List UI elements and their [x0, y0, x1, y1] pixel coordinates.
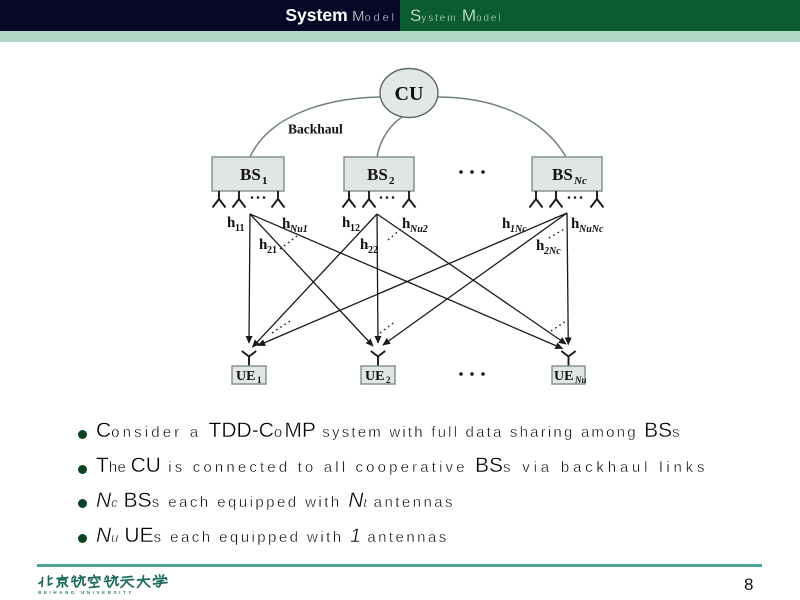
svg-text:UE: UE [236, 369, 255, 384]
svg-text:1Nc: 1Nc [510, 224, 527, 235]
svg-text:h: h [360, 237, 369, 253]
svg-text:h: h [259, 237, 268, 253]
svg-text:h: h [502, 216, 511, 232]
svg-text:BS: BS [240, 165, 261, 184]
svg-text:BS: BS [367, 165, 388, 184]
svg-text:21: 21 [267, 245, 277, 256]
svg-text:BS: BS [552, 165, 573, 184]
svg-text:CU: CU [395, 83, 424, 105]
svg-text:Nc: Nc [573, 175, 587, 187]
svg-text:Nu1: Nu1 [289, 224, 308, 235]
svg-text:NuNc: NuNc [578, 224, 604, 235]
svg-text:11: 11 [235, 223, 244, 234]
svg-text:h: h [402, 216, 411, 232]
svg-text:Nu: Nu [574, 375, 587, 385]
svg-text:1: 1 [257, 375, 262, 385]
svg-text:2: 2 [389, 175, 395, 187]
svg-text:h: h [571, 216, 580, 232]
svg-text:h: h [282, 216, 291, 232]
svg-text:UE: UE [365, 369, 384, 384]
svg-text:h: h [536, 238, 545, 254]
svg-text:22: 22 [368, 245, 378, 256]
svg-text:h: h [342, 215, 351, 231]
svg-text:1: 1 [262, 175, 268, 187]
svg-text:Backhaul: Backhaul [288, 122, 343, 137]
svg-text:Nu2: Nu2 [409, 224, 428, 235]
svg-text:2: 2 [386, 375, 391, 385]
svg-text:2Nc: 2Nc [543, 246, 561, 257]
svg-text:12: 12 [350, 223, 360, 234]
svg-text:h: h [227, 215, 236, 231]
svg-text:UE: UE [554, 369, 573, 384]
